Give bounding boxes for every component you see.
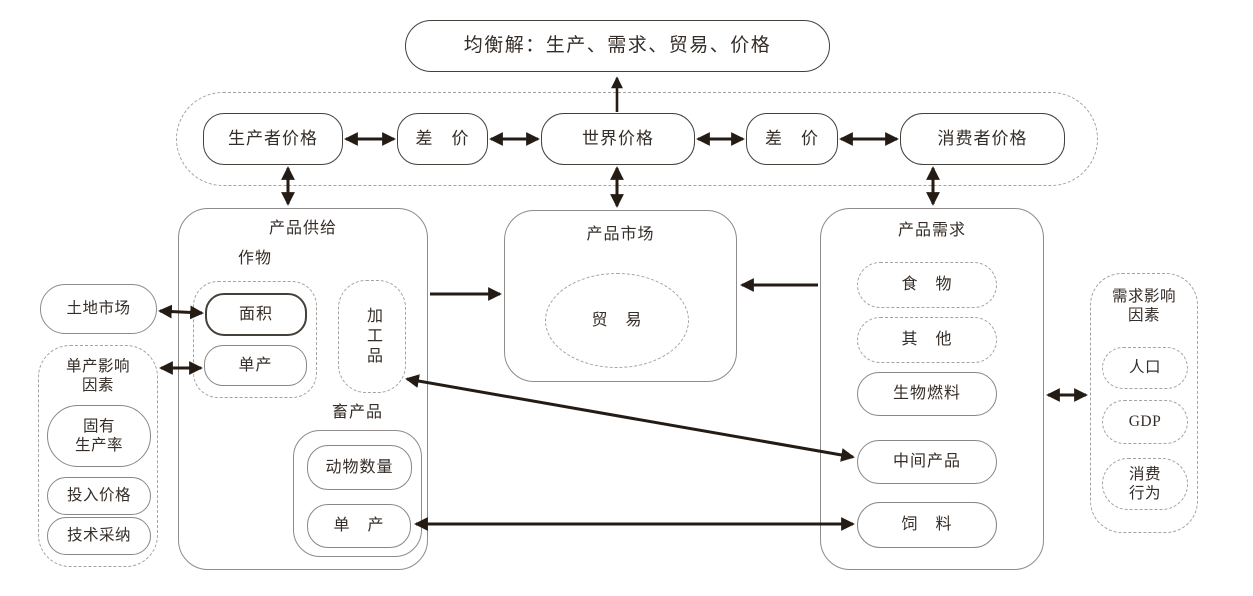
demand-item-food: 食 物 <box>857 262 997 308</box>
crop-yield-box: 单产 <box>204 345 307 386</box>
demand-factors-box <box>1090 273 1198 533</box>
crop-group-label: 作物 <box>237 250 272 267</box>
factor-technology-box: 技术采纳 <box>47 517 151 555</box>
yield-factors-title: 单产影响 因素 <box>65 357 130 394</box>
market-title: 产品市场 <box>586 226 655 243</box>
demand-item-other: 其 他 <box>857 317 997 363</box>
land-market-box: 土地市场 <box>40 284 157 334</box>
arrow-processed-intermediate <box>405 374 855 462</box>
yield-factors-box <box>38 345 158 567</box>
livestock-yield-box: 单 产 <box>307 504 411 548</box>
demand-title: 产品需求 <box>897 222 966 239</box>
trade-ellipse: 贸 易 <box>545 273 689 368</box>
processed-goods-box: 加工品 <box>338 280 406 393</box>
demand-item-intermediate: 中间产品 <box>857 440 997 484</box>
factor-inherent-productivity-box: 固有 生产率 <box>47 405 151 467</box>
factor-gdp-box: GDP <box>1102 400 1188 444</box>
area-box: 面积 <box>205 293 307 336</box>
producer-price-box: 生产者价格 <box>203 113 343 165</box>
factor-input-price-box: 投入价格 <box>47 477 151 515</box>
factor-consumption-box: 消费 行为 <box>1102 458 1188 510</box>
world-price-box: 世界价格 <box>541 113 695 165</box>
demand-item-biofuel: 生物燃料 <box>857 372 997 416</box>
equilibrium-solution-box: 均衡解：生产、需求、贸易、价格 <box>405 20 830 72</box>
price-row-container <box>176 92 1098 186</box>
consumer-price-box: 消费者价格 <box>900 113 1065 165</box>
crop-group <box>193 281 317 398</box>
livestock-group-label: 畜产品 <box>331 404 383 421</box>
demand-factors-title: 需求影响 因素 <box>1111 287 1176 324</box>
factor-population-box: 人口 <box>1102 347 1188 389</box>
supply-title: 产品供给 <box>268 220 337 237</box>
animal-numbers-box: 动物数量 <box>307 445 412 490</box>
price-margin-right-box: 差 价 <box>746 113 838 165</box>
price-margin-left-box: 差 价 <box>397 113 488 165</box>
demand-item-feed: 饲 料 <box>857 502 997 548</box>
